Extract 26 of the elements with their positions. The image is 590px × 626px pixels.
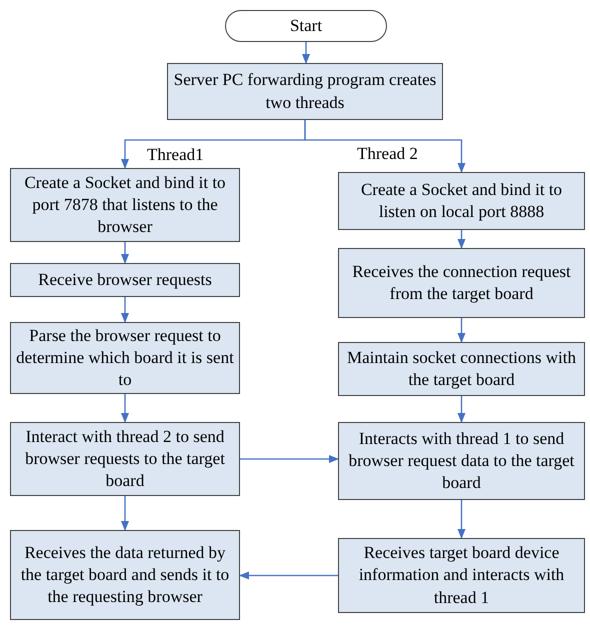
process-box: Receives target board device information and interacts with thread 1 bbox=[338, 538, 585, 613]
arrow bbox=[121, 242, 129, 264]
edge-label: Thread1 bbox=[147, 144, 204, 166]
start-terminal: Start bbox=[225, 10, 387, 42]
arrow bbox=[304, 120, 466, 173]
arrow bbox=[302, 42, 310, 64]
process-box: Parse the browser request to determine which board it is sent to bbox=[10, 322, 240, 394]
arrow bbox=[458, 500, 466, 539]
process-box: Receive browser requests bbox=[10, 263, 240, 297]
arrow bbox=[121, 496, 129, 531]
process-box: Maintain socket connections with the target board bbox=[338, 342, 585, 396]
process-box: Create a Socket and bind it to listen on local port 8888 bbox=[338, 172, 585, 230]
edge-label: Thread 2 bbox=[357, 143, 418, 164]
arrow bbox=[458, 318, 466, 343]
arrow bbox=[240, 455, 339, 463]
process-box: Interacts with thread 1 to send browser request data to the target board bbox=[338, 422, 585, 500]
arrow bbox=[239, 572, 338, 580]
process-box: Receives the connection request from the target board bbox=[338, 248, 585, 318]
arrow bbox=[458, 230, 466, 249]
arrow bbox=[121, 297, 129, 323]
arrow bbox=[458, 396, 466, 423]
process-box: Receives the data returned by the target board and sends it to the requesting browser bbox=[10, 530, 240, 620]
process-box: Interact with thread 2 to send browser requests to the target board bbox=[10, 422, 240, 496]
process-box: Server PC forwarding program creates two threads bbox=[167, 63, 443, 120]
process-box: Create a Socket and bind it to port 7878 that listens to the browser bbox=[10, 168, 240, 242]
arrow bbox=[121, 394, 129, 423]
